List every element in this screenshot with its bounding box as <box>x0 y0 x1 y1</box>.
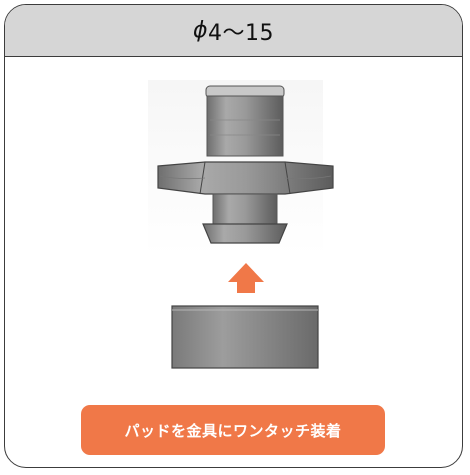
up-arrow-icon <box>228 263 264 293</box>
cylindrical-pad-icon <box>171 305 319 369</box>
size-header: ϕ 4〜15 <box>5 5 462 57</box>
bolt-fitting-icon <box>157 85 334 244</box>
size-range: 4〜15 <box>208 20 274 46</box>
one-touch-attach-banner: パッドを金具にワンタッチ装着 <box>81 405 385 455</box>
cta-label: パッドを金具にワンタッチ装着 <box>124 421 342 440</box>
phi-symbol: ϕ <box>192 18 208 43</box>
